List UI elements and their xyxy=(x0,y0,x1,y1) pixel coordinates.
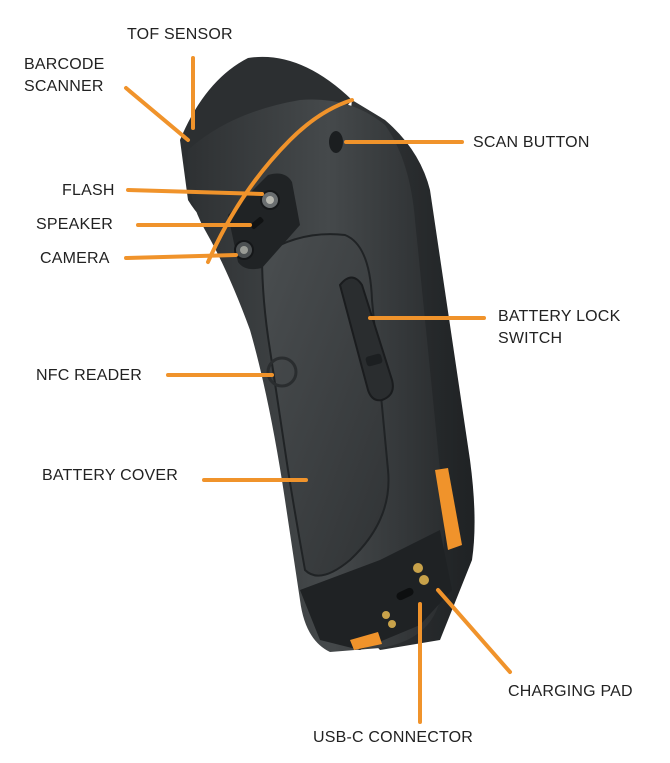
charging-contact xyxy=(413,563,423,573)
speaker-grille xyxy=(250,217,264,229)
battery-cover-panel xyxy=(260,233,390,577)
label-battery-cover: BATTERY COVER xyxy=(42,467,178,484)
label-camera: CAMERA xyxy=(40,250,110,267)
charging-contact xyxy=(382,611,390,619)
charging-contact xyxy=(419,575,429,585)
bottom-accent-corner xyxy=(350,632,382,650)
nfc-reader-shape xyxy=(266,356,298,388)
device-bottom xyxy=(300,530,452,650)
label-speaker: SPEAKER xyxy=(36,216,113,233)
battery-lock-switch-shape xyxy=(338,276,394,402)
label-scan-button: SCAN BUTTON xyxy=(473,134,590,151)
label-barcode-scanner: BARCODE SCANNER xyxy=(24,56,105,95)
leader-camera xyxy=(124,253,238,260)
label-battery-lock-switch: BATTERY LOCK SWITCH xyxy=(498,308,621,347)
label-charging-pad: CHARGING PAD xyxy=(508,683,633,700)
label-nfc-reader: NFC READER xyxy=(36,367,143,384)
leader-charging xyxy=(436,588,512,674)
label-flash: FLASH xyxy=(62,182,115,199)
leader-flash xyxy=(126,188,264,196)
leader-barcode xyxy=(124,86,190,142)
label-usb-c-connector: USB-C CONNECTOR xyxy=(313,729,474,746)
scan-button-shape xyxy=(329,131,343,153)
leader-lines xyxy=(124,56,512,724)
bottom-accent-bumper xyxy=(435,468,462,550)
charging-contact xyxy=(388,620,396,628)
label-tof-sensor: TOF SENSOR xyxy=(127,26,233,43)
usb-c-port xyxy=(396,587,414,601)
